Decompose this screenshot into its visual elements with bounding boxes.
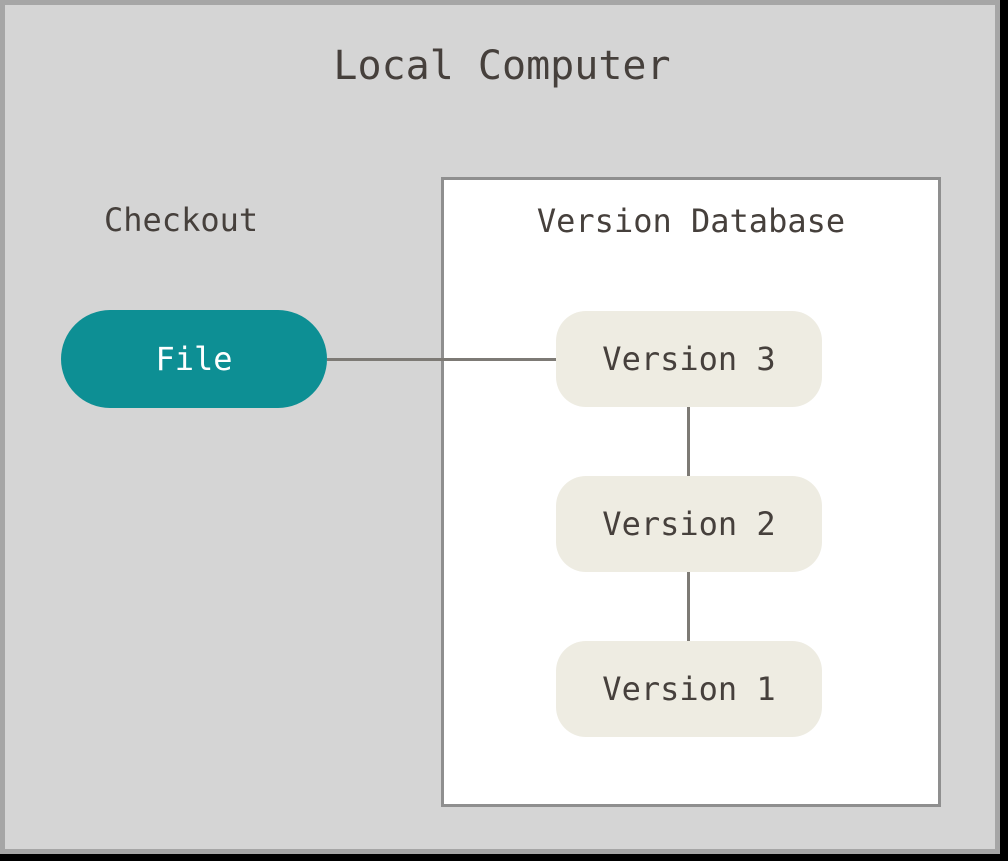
node-version-2[interactable]: Version 2 <box>556 476 822 572</box>
node-version-1-label: Version 1 <box>602 672 775 706</box>
node-file[interactable]: File <box>61 310 327 408</box>
node-file-label: File <box>155 342 232 376</box>
page-title: Local Computer <box>0 40 1004 92</box>
node-version-3[interactable]: Version 3 <box>556 311 822 407</box>
checkout-label: Checkout <box>104 198 258 242</box>
version-database-title: Version Database <box>441 199 941 243</box>
node-version-3-label: Version 3 <box>602 342 775 376</box>
node-version-2-label: Version 2 <box>602 507 775 541</box>
node-version-1[interactable]: Version 1 <box>556 641 822 737</box>
